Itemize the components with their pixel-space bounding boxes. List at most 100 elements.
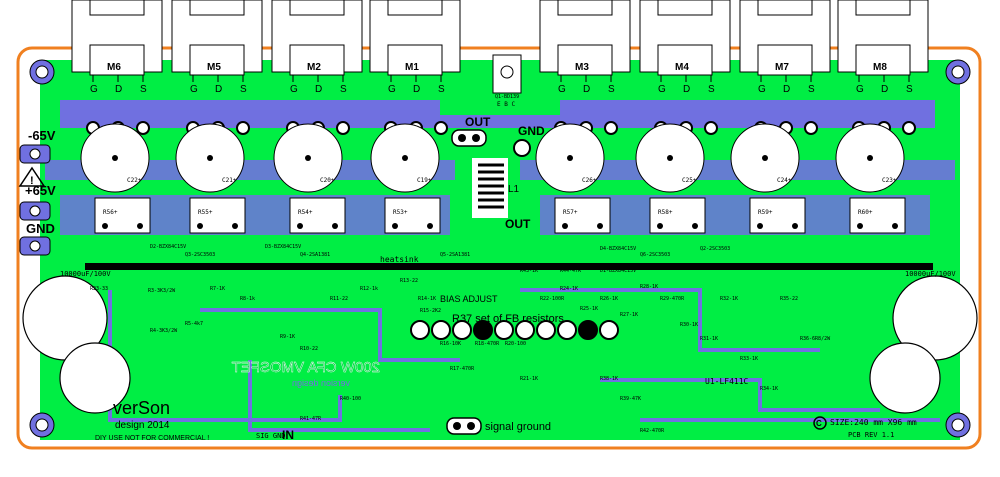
svg-text:!: ! — [30, 175, 34, 187]
pin-label: D — [783, 84, 790, 95]
resistor-block-label: R60+ — [858, 209, 873, 216]
pin-pad — [902, 121, 916, 135]
out-top-label: OUT — [465, 115, 491, 129]
pin-pad — [604, 121, 618, 135]
top-copper-bus — [60, 100, 935, 128]
part-label: R28-1K — [640, 284, 658, 290]
mirrored-sub: version design — [292, 378, 350, 388]
capacitor-row: C22+C21+C20+C19+C26+C25+C24+C23+ — [80, 123, 905, 193]
brand-year: design 2014 — [115, 420, 170, 431]
part-label: R20-100 — [505, 341, 526, 347]
label-gnd: GND — [26, 221, 55, 236]
part-label: Q3-2SC3503 — [185, 252, 215, 258]
pin-label: S — [808, 84, 815, 95]
part-label: R33-1K — [740, 356, 758, 362]
copyright-icon — [813, 416, 827, 430]
part-label: R21-1K — [520, 376, 538, 382]
resistor-block-label: R58+ — [658, 209, 673, 216]
out-mid-label: OUT — [505, 217, 531, 231]
part-label: R41-47R — [300, 416, 322, 422]
fb-resistor-pads — [410, 320, 619, 340]
part-label: Q6-2SC3503 — [640, 252, 670, 258]
part-label: R29-470R — [660, 296, 685, 302]
part-label: R36-6R8/2W — [800, 336, 831, 342]
part-label: R25-1K — [580, 306, 598, 312]
pin-label: S — [240, 84, 247, 95]
part-label: D2-BZX84C15V — [150, 244, 186, 250]
part-label: R10-22 — [300, 346, 318, 352]
part-label: Q4-2SA1381 — [300, 252, 330, 258]
fb-pad — [536, 320, 556, 340]
capacitor-label: C21+ — [222, 177, 237, 184]
left-emitter-area — [60, 195, 450, 235]
part-label: R5-4k7 — [185, 321, 203, 327]
gnd-top-label: GND — [518, 124, 545, 138]
pin-label: G — [90, 84, 98, 95]
part-label: R32-1K — [720, 296, 738, 302]
ebc-label: E B C — [497, 101, 515, 108]
part-label: R23-33 — [90, 286, 108, 292]
fb-pad — [431, 320, 451, 340]
mosfet-label: M3 — [575, 62, 589, 73]
mosfet-label: M7 — [775, 62, 789, 73]
q1-label: Q1-BD139 — [495, 94, 519, 100]
part-label: R17-470R — [450, 366, 475, 372]
sig-gnd-label: SIG GND — [256, 432, 286, 440]
part-label: R31-1K — [700, 336, 718, 342]
part-label: R44-47R — [560, 268, 582, 274]
resistor-block-label: R59+ — [758, 209, 773, 216]
pin-label: G — [290, 84, 298, 95]
pin-label: G — [856, 84, 864, 95]
resistor-block-label: R57+ — [563, 209, 578, 216]
pin-label: G — [190, 84, 198, 95]
part-label: R7-1K — [210, 286, 225, 292]
heatsink-bar — [85, 263, 933, 270]
part-label: R34-1K — [760, 386, 778, 392]
brand-name: verSon — [113, 398, 170, 418]
part-label: R38-1K — [600, 376, 618, 382]
mosfet-m2: M2G D S — [271, 0, 363, 135]
pin-label: S — [340, 84, 347, 95]
part-label: R22-100R — [540, 296, 565, 302]
pin-label: D — [115, 84, 122, 95]
pin-label: S — [438, 84, 445, 95]
part-label: R30-1K — [680, 322, 698, 328]
pin-label: D — [215, 84, 222, 95]
label-neg65v: -65V — [28, 128, 56, 143]
pin-label: D — [881, 84, 888, 95]
part-label: R14-1K — [418, 296, 436, 302]
pin-label: D — [583, 84, 590, 95]
pin-pad — [236, 121, 250, 135]
capacitor-label: C22+ — [127, 177, 142, 184]
capacitor-label: C23+ — [882, 177, 897, 184]
pin-label: D — [315, 84, 322, 95]
capacitor-label: C24+ — [777, 177, 792, 184]
part-label: R18-470R — [475, 341, 500, 347]
resistor-block-row: R56+R55+R54+R53+R57+R58+R59+R60+ — [94, 197, 906, 234]
mirrored-title-group: 200W CFA VMOSFET version design — [231, 359, 380, 388]
part-label: R43-1K — [520, 268, 538, 274]
brand-note: DIY USE NOT FOR COMMERCIAL ! — [95, 435, 209, 442]
fb-pad — [578, 320, 598, 340]
ground-plane — [40, 60, 960, 440]
mosfet-label: M8 — [873, 62, 887, 73]
pin-label: G — [388, 84, 396, 95]
pin-label: G — [758, 84, 766, 95]
part-label: R9-1K — [280, 334, 295, 340]
fb-pad — [599, 320, 619, 340]
mosfet-label: M2 — [307, 62, 321, 73]
part-label: Q2-2SC3503 — [700, 246, 730, 252]
part-label: R16-10K — [440, 341, 461, 347]
part-label: Q5-2SA1381 — [440, 252, 470, 258]
pin-label: G — [658, 84, 666, 95]
mosfet-label: M4 — [675, 62, 689, 73]
fb-pad — [557, 320, 577, 340]
signal-ground-label: signal ground — [485, 421, 551, 433]
resistor-block-label: R56+ — [103, 209, 118, 216]
